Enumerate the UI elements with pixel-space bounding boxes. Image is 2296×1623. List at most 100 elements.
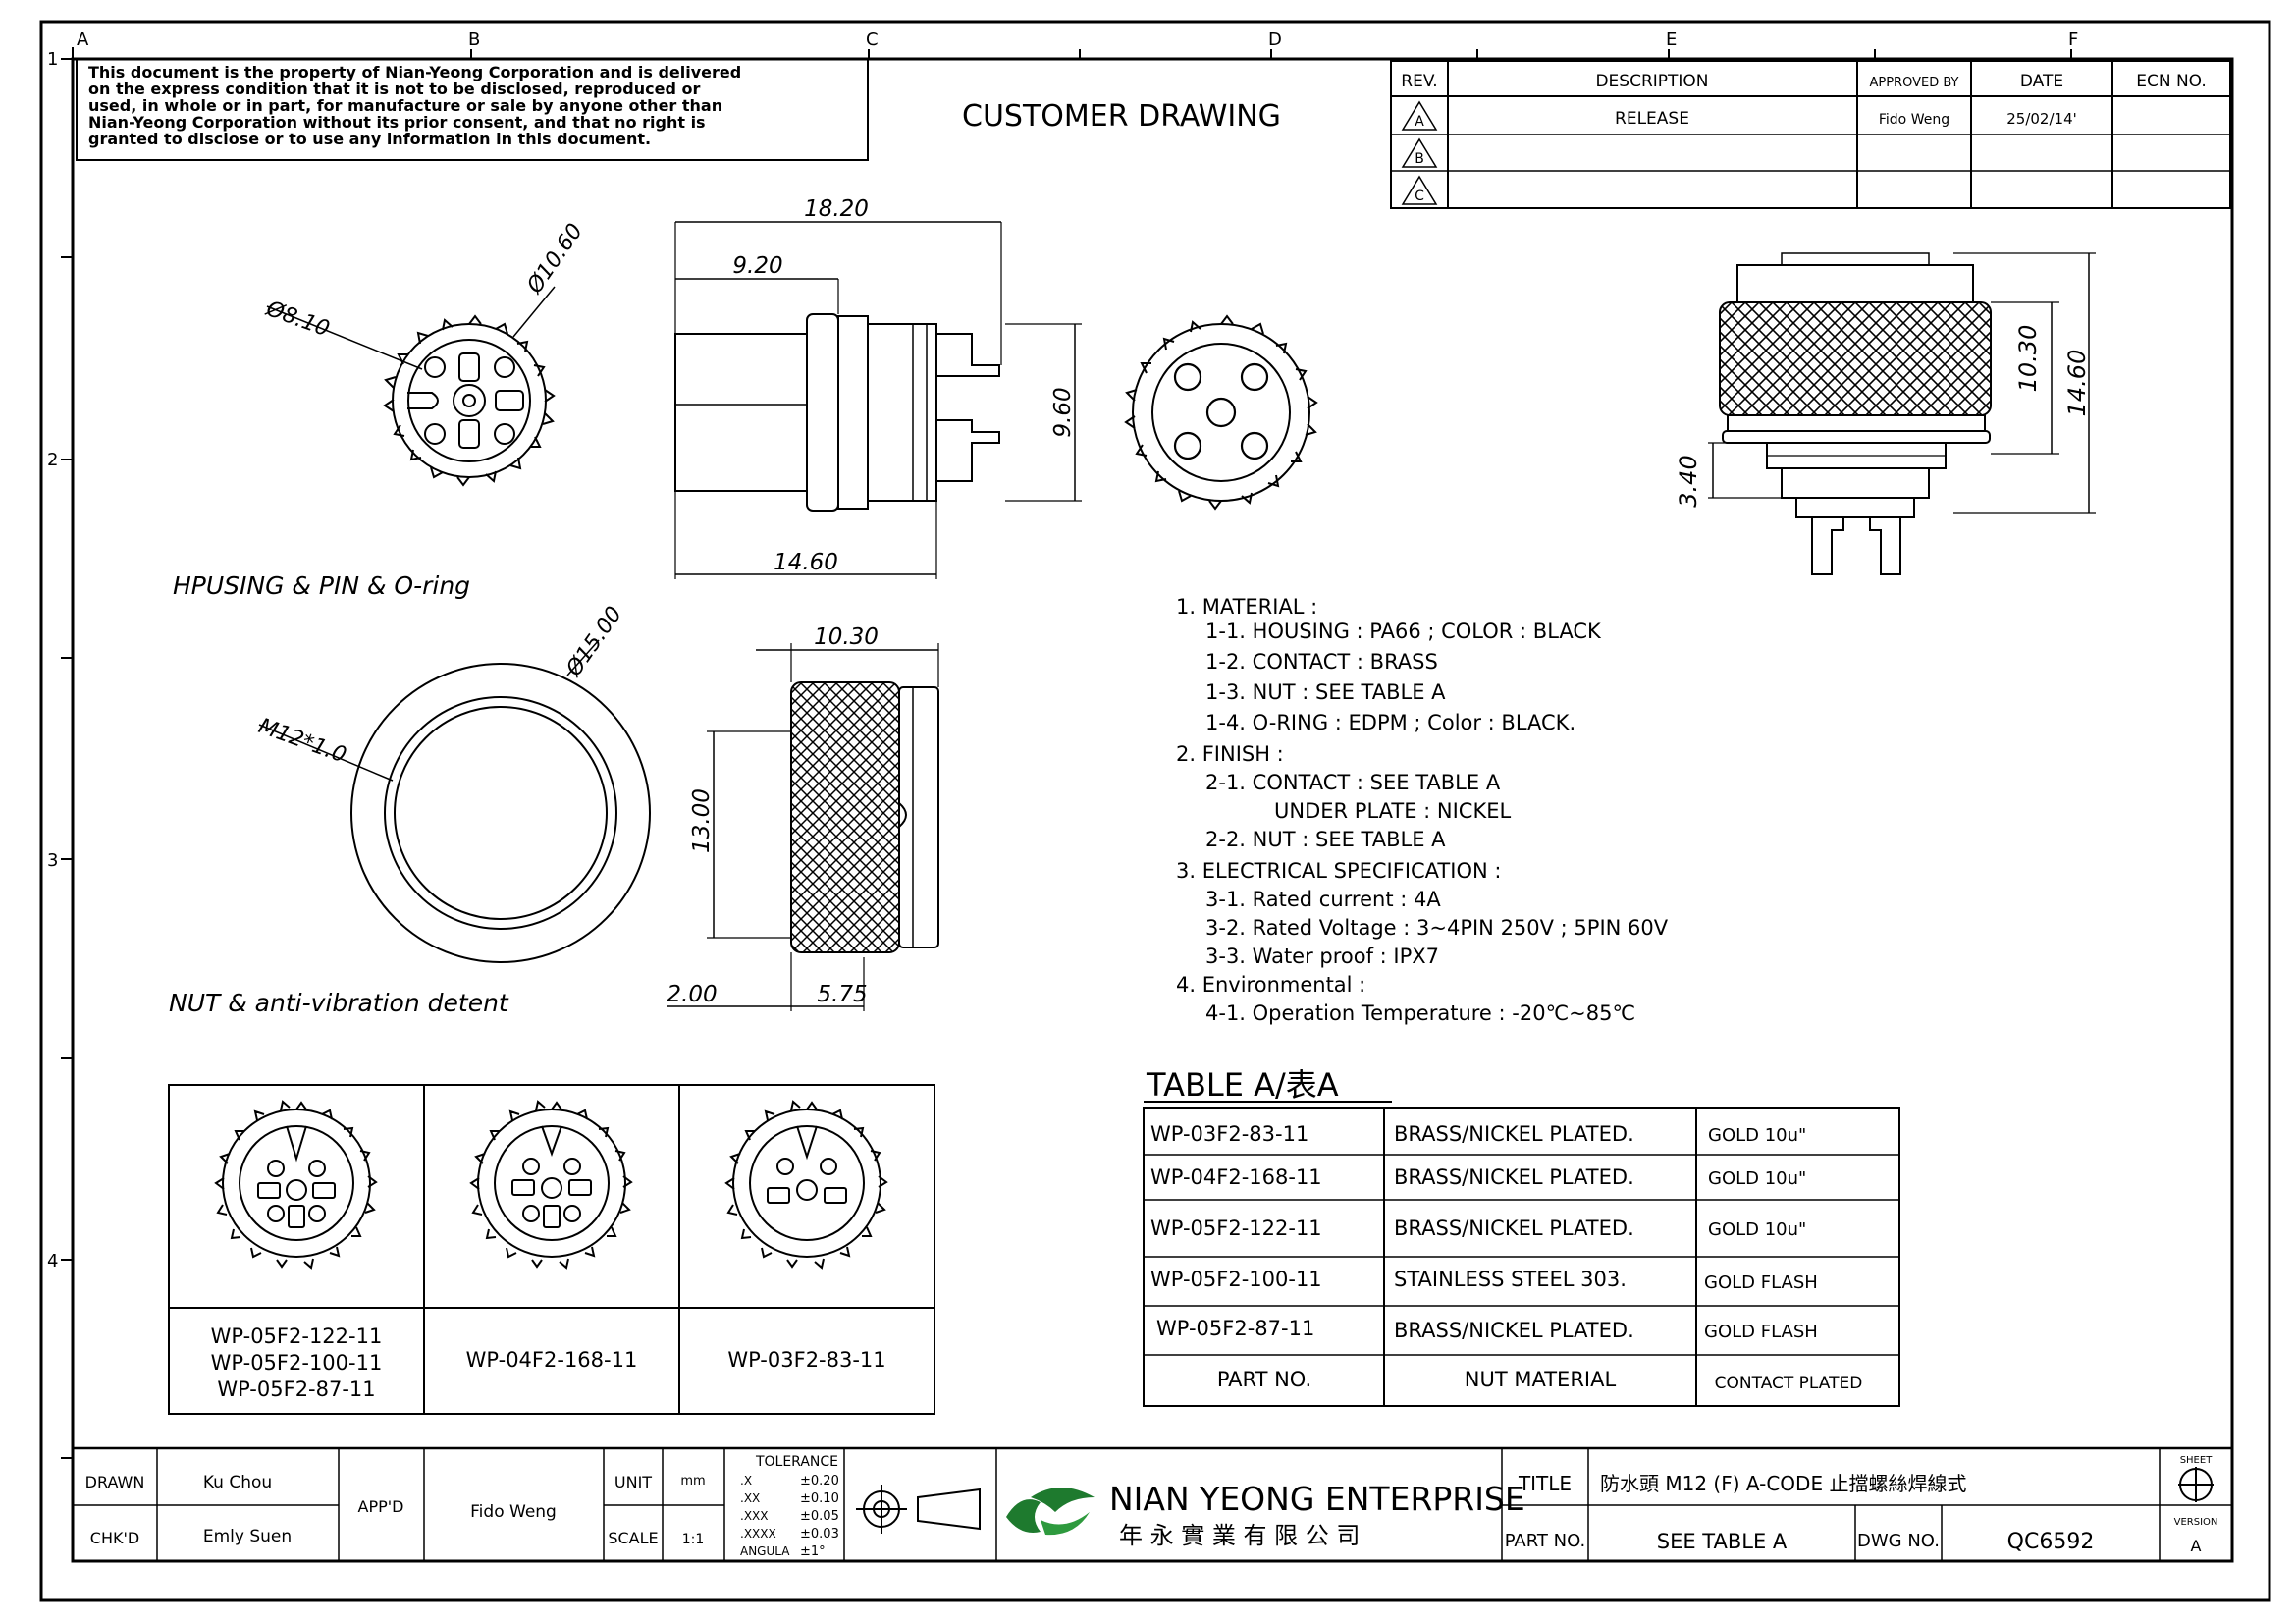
spec-line: UNDER PLATE : NICKEL (1274, 799, 1511, 823)
tol-val: ±1° (800, 1544, 826, 1559)
table-a-nut: BRASS/NICKEL PLATED. (1394, 1122, 1634, 1146)
spec-line: 4. Environmental : (1176, 973, 1365, 997)
table-a-nut: BRASS/NICKEL PLATED. (1394, 1319, 1634, 1342)
row-label-1: 1 (47, 49, 58, 70)
drawn-value: Ku Chou (203, 1473, 272, 1492)
spec-line: 3. ELECTRICAL SPECIFICATION : (1176, 859, 1501, 883)
dim-920: 9.20 (732, 253, 782, 279)
spec-line: 1-2. CONTACT : BRASS (1205, 650, 1438, 674)
dim-575: 5.75 (817, 982, 867, 1007)
appd-value: Fido Weng (470, 1502, 557, 1522)
inner-border (71, 57, 2234, 1563)
row-label-4: 4 (47, 1251, 58, 1271)
spec-line: 3-1. Rated current : 4A (1205, 888, 1441, 911)
rev-a-label: A (1415, 114, 1424, 130)
pin-layout-5 (214, 1100, 378, 1270)
table-a-nut: BRASS/NICKEL PLATED. (1394, 1165, 1634, 1189)
table-a-contact: GOLD 10u" (1708, 1168, 1806, 1189)
rev-a-desc: RELEASE (1615, 109, 1689, 129)
dim-960: 9.60 (1050, 387, 1076, 437)
table-a-footer-contact: CONTACT PLATED (1715, 1374, 1863, 1393)
chkd-value: Emly Suen (203, 1527, 292, 1546)
rev-header-rev: REV. (1401, 72, 1437, 91)
company-logo-icon (1006, 1488, 1095, 1536)
dim-1300: 13.00 (689, 788, 715, 853)
unit-label: UNIT (614, 1473, 652, 1491)
rev-header-ecn: ECN NO. (2136, 72, 2207, 91)
table-a-part: WP-05F2-87-11 (1156, 1317, 1314, 1340)
tolerance-label: TOLERANCE (755, 1454, 838, 1470)
dim-1460b: 14.60 (2063, 350, 2091, 417)
variant-label: WP-05F2-122-11 (211, 1325, 383, 1348)
dim-340: 3.40 (1675, 455, 1702, 507)
row-label-2: 2 (47, 450, 58, 470)
notice-text: This document is the property of Nian-Ye… (88, 63, 741, 148)
table-a-nut: BRASS/NICKEL PLATED. (1394, 1217, 1634, 1240)
pin-layout-3 (724, 1100, 888, 1270)
tol-val: ±0.10 (800, 1491, 839, 1506)
nut-front-view: M12*1.0 Ø15.00 (255, 602, 651, 963)
col-label-f: F (2068, 29, 2078, 50)
drawn-label: DRAWN (85, 1473, 145, 1491)
rev-c-label: C (1415, 189, 1424, 204)
rev-a-approved: Fido Weng (1879, 112, 1949, 128)
company-name-en: NIAN YEONG ENTERPRISE (1109, 1480, 1525, 1518)
caption-housing: HPUSING & PIN & O-ring (173, 571, 470, 600)
notice-box (76, 58, 869, 161)
spec-line: 1-1. HOUSING : PA66 ; COLOR : BLACK (1205, 620, 1602, 643)
table-a-contact: GOLD 10u" (1708, 1219, 1806, 1240)
table-a: TABLE A/表A WP-03F2-83-11 BRASS/NICKEL PL… (1143, 1066, 1900, 1407)
spec-line: 1-3. NUT : SEE TABLE A (1205, 680, 1446, 704)
title-label: TITLE (1518, 1472, 1572, 1495)
outer-border (39, 20, 2271, 1602)
dim-d810: Ø8.10 (262, 297, 333, 343)
specifications: 1. MATERIAL : 1-1. HOUSING : PA66 ; COLO… (1176, 595, 1669, 1025)
dim-1820: 18.20 (804, 196, 869, 222)
notice-line-2: on the express condition that it is not … (88, 80, 700, 98)
dim-m12: M12*1.0 (255, 714, 349, 768)
spec-line: 2. FINISH : (1176, 742, 1284, 766)
chkd-label: CHK'D (90, 1529, 139, 1547)
revision-table: REV. DESCRIPTION APPROVED BY DATE ECN NO… (1390, 60, 2231, 209)
rev-header-desc: DESCRIPTION (1595, 72, 1708, 91)
col-label-e: E (1666, 29, 1677, 50)
spec-line: 1-4. O-RING : EDPM ; Color : BLACK. (1205, 711, 1575, 734)
notice-line-4: Nian-Yeong Corporation without its prior… (88, 113, 706, 132)
row-markers: 1 2 3 4 (47, 49, 73, 1459)
projection-symbol-icon (856, 1485, 981, 1534)
rev-triangle-b (1401, 137, 1438, 168)
dim-200: 2.00 (667, 982, 717, 1007)
rev-triangle-c (1401, 175, 1438, 205)
scale-value: 1:1 (682, 1532, 705, 1547)
nut-side-view: 10.30 13.00 2.00 5.75 (667, 624, 939, 1011)
rev-triangle-a (1401, 100, 1438, 131)
appd-label: APP'D (358, 1497, 404, 1516)
table-a-footer-nut: NUT MATERIAL (1465, 1368, 1617, 1391)
table-a-footer-part: PART NO. (1217, 1368, 1311, 1391)
partno-value: SEE TABLE A (1657, 1530, 1788, 1553)
sheet-symbol-icon (2178, 1467, 2214, 1502)
dim-1460a: 14.60 (774, 550, 838, 575)
spec-line: 2-2. NUT : SEE TABLE A (1205, 828, 1446, 851)
tol-key: .XXX (740, 1509, 768, 1523)
rev-b-label: B (1415, 151, 1424, 167)
spec-line: 1. MATERIAL : (1176, 595, 1317, 619)
pin-layout-4 (469, 1100, 633, 1270)
caption-nut: NUT & anti-vibration detent (169, 989, 509, 1017)
tol-val: ±0.20 (800, 1474, 839, 1488)
tol-key: .X (740, 1474, 752, 1488)
table-a-part: WP-05F2-100-11 (1150, 1268, 1322, 1291)
spec-line: 3-3. Water proof : IPX7 (1205, 945, 1439, 968)
dim-1030a: 10.30 (2014, 325, 2042, 393)
tol-val: ±0.03 (800, 1527, 839, 1542)
dwgno-value: QC6592 (2007, 1530, 2095, 1554)
table-a-contact: GOLD FLASH (1704, 1322, 1818, 1342)
housing-side-view: 18.20 9.20 9.60 14.60 (674, 196, 1082, 579)
tol-key: .XXXX (740, 1527, 776, 1541)
partno-label: PART NO. (1505, 1531, 1586, 1551)
spec-line: 3-2. Rated Voltage : 3~4PIN 250V ; 5PIN … (1205, 916, 1669, 940)
housing-front-view: Ø8.10 Ø10.60 (262, 219, 588, 487)
title-value: 防水頭 M12 (F) A-CODE 止擋螺絲焊線式 (1600, 1472, 1966, 1495)
table-a-part: WP-03F2-83-11 (1150, 1122, 1308, 1146)
table-a-title: TABLE A/表A (1146, 1066, 1339, 1104)
